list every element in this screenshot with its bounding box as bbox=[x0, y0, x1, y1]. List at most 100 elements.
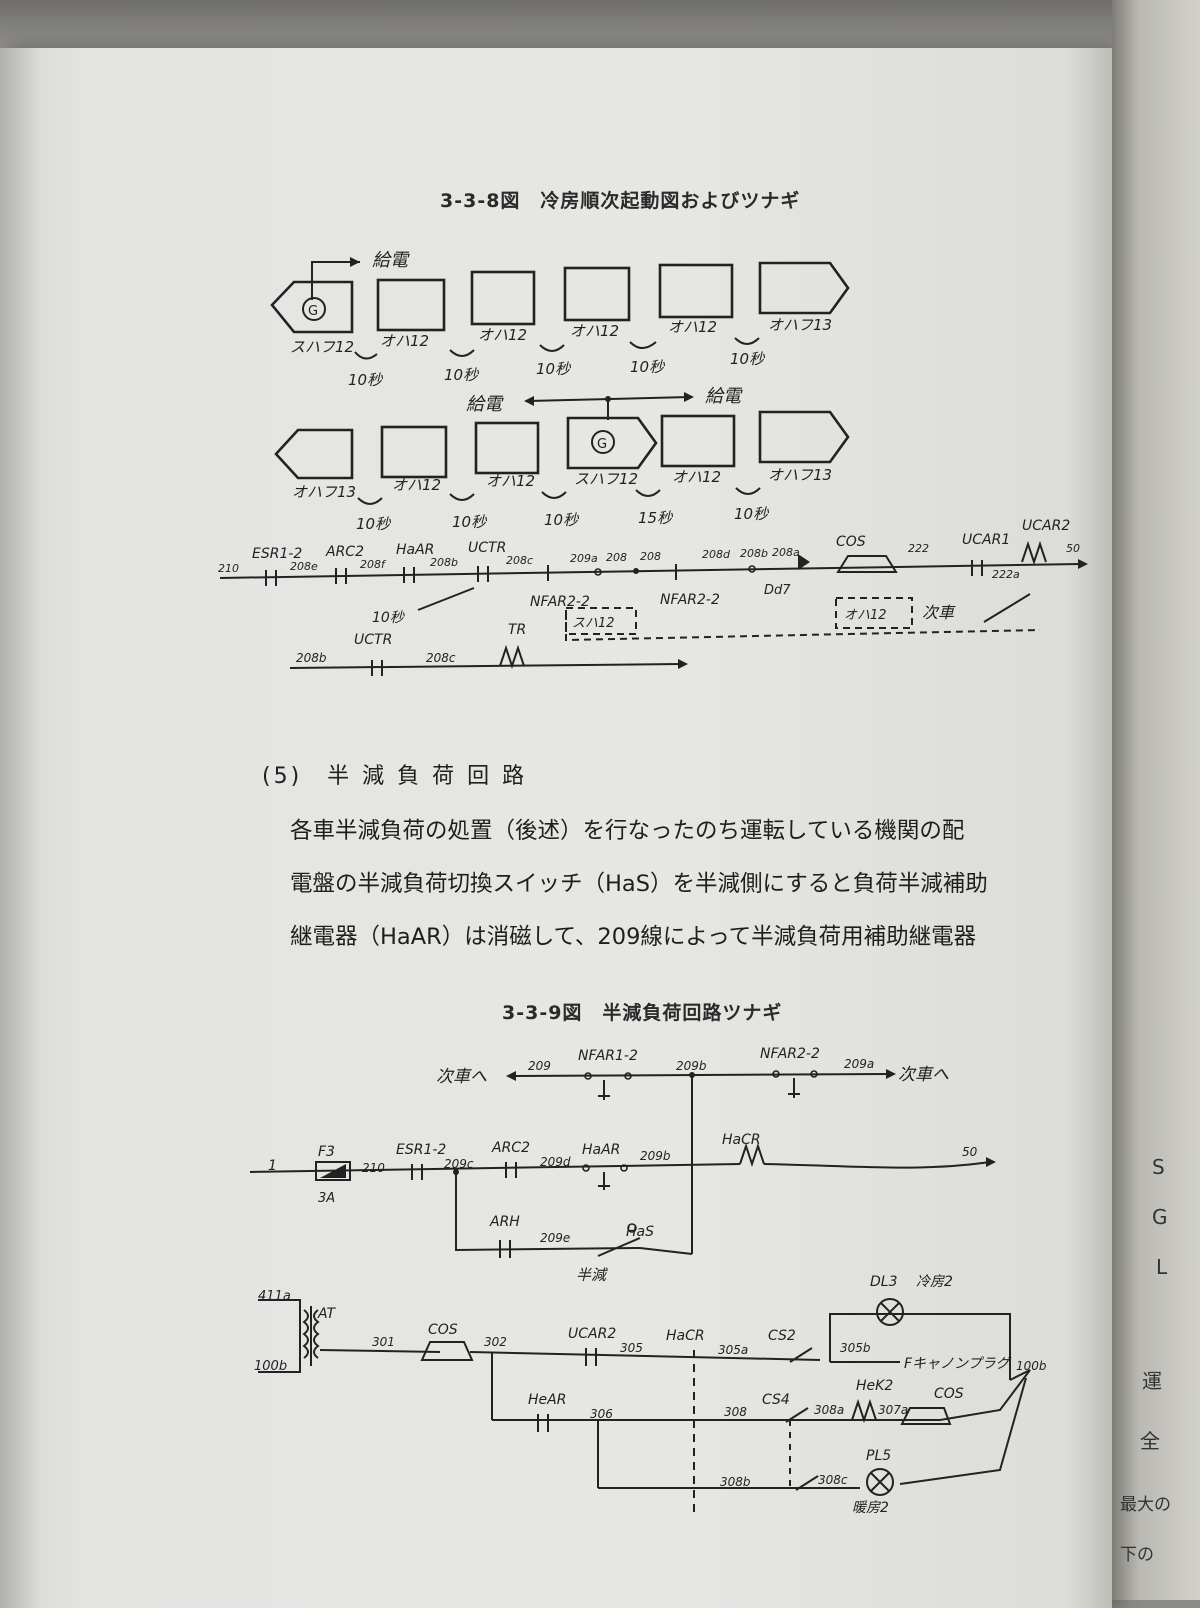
circuit-label: ARH bbox=[489, 1214, 520, 1230]
cos-symbol bbox=[900, 1407, 952, 1425]
circuit-label: UCAR2 bbox=[568, 1326, 616, 1342]
wire-number: 208b bbox=[740, 547, 768, 560]
car-label: スハフ12 bbox=[290, 338, 354, 356]
wire-number: 222a bbox=[992, 568, 1020, 581]
fuse-fill bbox=[320, 1164, 346, 1178]
wire-number: 209c bbox=[444, 1157, 474, 1171]
interval-label: 10秒 bbox=[730, 350, 765, 368]
car-box bbox=[470, 270, 536, 326]
circuit-wire bbox=[455, 1172, 641, 1252]
margin-char: 最大の bbox=[1120, 1495, 1171, 1515]
arrow-head bbox=[350, 257, 360, 267]
circuit-label: F3 bbox=[318, 1144, 335, 1160]
circuit-label: 冷房2 bbox=[916, 1274, 953, 1290]
circuit-label: HaCR bbox=[722, 1132, 761, 1148]
circuit-label: CS2 bbox=[768, 1328, 796, 1344]
car-label: オハ12 bbox=[570, 322, 619, 340]
circuit-label: 暖房2 bbox=[852, 1500, 889, 1516]
supply-label: 給電 bbox=[372, 250, 410, 271]
page-edge-shadow bbox=[0, 48, 40, 1608]
circuit-wire bbox=[899, 1377, 1027, 1485]
car-box bbox=[270, 280, 354, 334]
circuit-label: UCAR2 bbox=[1022, 518, 1070, 534]
arrow-head bbox=[524, 396, 534, 406]
lamp-icon bbox=[866, 1468, 894, 1496]
car-box bbox=[274, 428, 354, 480]
cos-symbol bbox=[420, 1341, 474, 1361]
arrow-head bbox=[684, 392, 694, 402]
interval-arrow bbox=[539, 344, 565, 352]
circuit-wire bbox=[249, 1163, 741, 1173]
circuit-wire bbox=[939, 1369, 1031, 1421]
figure2-title: 3-3-9図 半減負荷回路ツナギ bbox=[502, 1002, 783, 1024]
contact-symbols bbox=[584, 1070, 818, 1100]
book-right-page: S G L 運 全 最大の 下の bbox=[1112, 0, 1200, 1600]
interval-label: 10秒 bbox=[536, 360, 571, 378]
circuit-label: NFAR2-2 bbox=[760, 1046, 820, 1062]
contact-symbols bbox=[265, 540, 1047, 586]
transformer-coil bbox=[313, 1309, 320, 1359]
circuit-label: NFAR2-2 bbox=[530, 594, 590, 610]
circuit-label: ARC2 bbox=[491, 1140, 530, 1156]
circuit-wire bbox=[319, 1349, 441, 1353]
car-label: オハ12 bbox=[672, 468, 721, 486]
wire-number: 208 bbox=[606, 551, 627, 564]
car-label: オハ12 bbox=[478, 326, 527, 344]
body-line: 各車半減負荷の処置（後述）を行なったのち運転している機関の配 bbox=[290, 818, 965, 844]
circuit-label: AT bbox=[317, 1306, 337, 1322]
next-car-left: 次車へ bbox=[436, 1067, 487, 1087]
wire-number: 50 bbox=[1066, 542, 1080, 555]
arrow-head bbox=[678, 659, 688, 669]
car-box bbox=[376, 278, 446, 332]
wire-number: 210 bbox=[218, 562, 239, 575]
supply-label: 給電 bbox=[705, 386, 743, 407]
section-body: 各車半減負荷の処置（後述）を行なったのち運転している機関の配 電盤の半減負荷切換… bbox=[290, 805, 1140, 964]
relay-coil bbox=[851, 1398, 877, 1424]
car-box bbox=[758, 261, 850, 315]
book-left-page bbox=[0, 48, 1112, 1608]
margin-char: 運 bbox=[1142, 1369, 1162, 1393]
wire-number: 209e bbox=[540, 1231, 570, 1245]
generator-icon bbox=[302, 297, 326, 321]
car-label: オハフ13 bbox=[292, 483, 356, 501]
fuse-symbol bbox=[315, 1161, 351, 1181]
junction-dot bbox=[605, 396, 611, 402]
junction-dot bbox=[689, 1072, 695, 1078]
circuit-label: ESR1-2 bbox=[396, 1142, 446, 1158]
lamp-cross bbox=[880, 1302, 900, 1322]
interval-label: 10秒 bbox=[452, 513, 487, 531]
body-line: 継電器（HaAR）は消磁して、209線によって半減負荷用補助継電器 bbox=[290, 924, 977, 950]
interval-label: 10秒 bbox=[630, 358, 665, 376]
switch-knob bbox=[627, 1223, 637, 1233]
dashed-label: スハ12 bbox=[572, 616, 615, 631]
wire-number: 301 bbox=[372, 1335, 395, 1349]
next-car-label: 次車 bbox=[922, 603, 956, 622]
contact-symbols bbox=[411, 1162, 628, 1190]
wire-number: 208a bbox=[772, 546, 800, 559]
wire-number: 209a bbox=[570, 552, 598, 565]
interval-arrow bbox=[629, 341, 657, 349]
circuit-label: 半減 bbox=[576, 1266, 608, 1284]
circuit-label: UCAR1 bbox=[962, 532, 1010, 548]
next-car-switch bbox=[983, 593, 1031, 623]
wire-number: 308c bbox=[818, 1473, 848, 1487]
car-box bbox=[563, 266, 631, 322]
interval-arrow bbox=[734, 337, 760, 345]
arrow-head bbox=[986, 1157, 996, 1167]
next-car-right: 次車へ bbox=[898, 1065, 949, 1085]
wire-number: 305a bbox=[718, 1343, 748, 1357]
car-box bbox=[380, 425, 448, 479]
margin-char: G bbox=[1152, 1205, 1168, 1229]
circuit-main-wire bbox=[219, 563, 1081, 579]
margin-char: 全 bbox=[1140, 1429, 1160, 1453]
margin-char: L bbox=[1156, 1255, 1168, 1279]
circuit-label: HaS bbox=[626, 1224, 654, 1240]
car-label: スハフ12 bbox=[574, 470, 638, 488]
interval-label: 10秒 bbox=[544, 511, 579, 529]
circuit-label: COS bbox=[836, 534, 866, 550]
wire-number: 50 bbox=[962, 1145, 978, 1159]
wire-number: 305b bbox=[840, 1341, 871, 1355]
circuit-label: COS bbox=[934, 1386, 964, 1402]
